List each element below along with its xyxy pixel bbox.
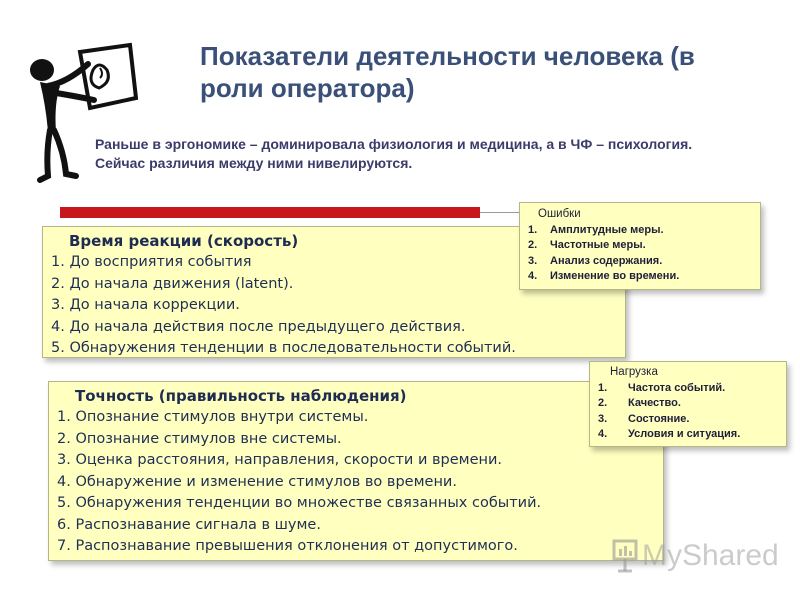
list-item: 1. До восприятия события (51, 254, 252, 270)
list-item: 2.Качество. (598, 397, 681, 409)
watermark: MyShared (612, 536, 779, 576)
list-item: 5. Обнаружения тенденции во множестве св… (57, 495, 542, 511)
list-item: 7. Распознавание превышения отклонения о… (57, 538, 518, 554)
list-item: 6. Распознавание сигнала в шуме. (57, 516, 321, 533)
intro-text: Раньше в эргономике – доминировала физио… (95, 135, 785, 173)
list-item: 1.Амплитудные меры. (528, 223, 664, 236)
accuracy-panel: Точность (правильность наблюдения) 1. Оп… (48, 381, 664, 561)
person-holding-sign-icon (30, 42, 139, 183)
load-heading: Нагрузка (610, 366, 658, 378)
intro-line-2: Сейчас различия между ними нивелируются. (95, 155, 413, 171)
errors-list: 1.Амплитудные меры. 2.Частотные меры. 3.… (528, 223, 760, 285)
list-item: 1. Опознание стимулов внутри системы. (57, 409, 369, 425)
list-item: 3.Анализ содержания. (528, 254, 663, 267)
reaction-time-list: 1. До восприятия события 2. До начала дв… (51, 252, 625, 360)
watermark-text: MyShared (642, 539, 779, 572)
load-list: 1.Частота событий. 2.Качество. 3.Состоян… (598, 381, 786, 443)
list-item: 4. Обнаружение и изменение стимулов во в… (57, 473, 457, 490)
list-item: 4.Условия и ситуация. (598, 428, 741, 440)
list-item: 1.Частота событий. (598, 381, 726, 394)
list-item: 3.Состояние. (598, 412, 690, 425)
list-item: 5. Обнаружения тенденции в последователь… (51, 340, 516, 356)
intro-line-1: Раньше в эргономике – доминировала физио… (95, 136, 693, 152)
reaction-time-panel: Время реакции (скорость) 1. До восприяти… (42, 226, 626, 358)
list-item: 3. Оценка расстояния, направления, скоро… (57, 452, 503, 468)
accuracy-heading: Точность (правильность наблюдения) (75, 387, 407, 405)
list-item: 2. Опознание стимулов вне системы. (57, 430, 342, 447)
list-item: 4.Изменение во времени. (528, 270, 680, 282)
list-item: 3. До начала коррекции. (51, 297, 240, 313)
load-panel: Нагрузка 1.Частота событий. 2.Качество. … (589, 361, 787, 447)
red-divider-bar (60, 207, 480, 218)
errors-panel: Ошибки 1.Амплитудные меры. 2.Частотные м… (519, 202, 761, 290)
accuracy-list: 1. Опознание стимулов внутри системы. 2.… (57, 407, 663, 558)
reaction-time-heading: Время реакции (скорость) (69, 232, 299, 250)
page-title: Показатели деятельности человека (в роли… (200, 41, 695, 103)
list-item: 4. До начала действия после предыдущего … (51, 318, 466, 335)
errors-heading: Ошибки (538, 208, 581, 220)
list-item: 2. До начала движения (latent). (51, 275, 294, 292)
myshared-logo-icon (612, 539, 638, 573)
list-item: 2.Частотные меры. (528, 239, 646, 251)
